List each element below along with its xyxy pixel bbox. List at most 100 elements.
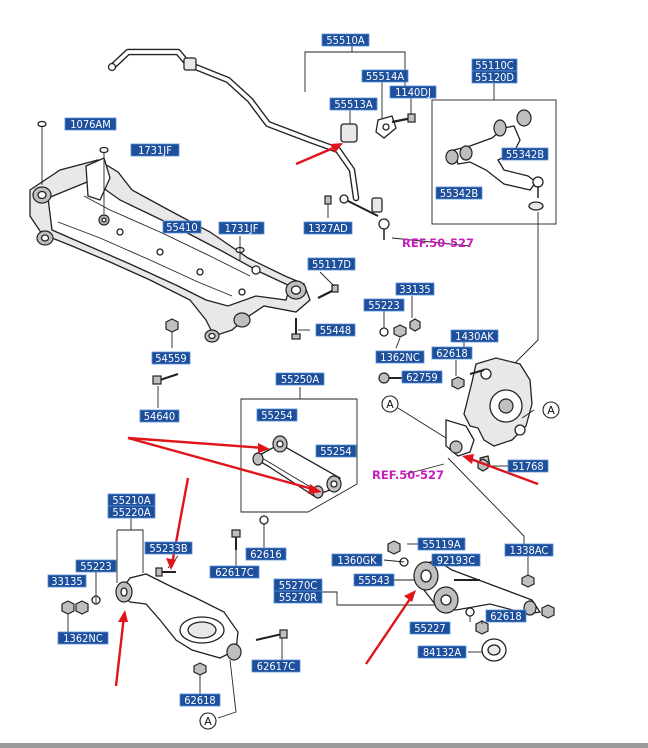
label-54640[interactable]: 54640 xyxy=(139,409,180,423)
label-54559[interactable]: 54559 xyxy=(151,351,191,365)
label-62616[interactable]: 62616 xyxy=(245,547,287,561)
knuckle-51768 xyxy=(445,357,533,469)
label-55410[interactable]: 55410 xyxy=(162,220,202,234)
svg-text:62618: 62618 xyxy=(184,694,215,707)
label-33135-upper[interactable]: 33135 xyxy=(395,282,435,296)
label-1362NC-upper[interactable]: 1362NC xyxy=(375,350,425,364)
svg-text:55514A: 55514A xyxy=(366,70,404,83)
svg-text:55510A: 55510A xyxy=(326,34,364,47)
label-1360GK[interactable]: 1360GK xyxy=(331,553,383,567)
svg-text:1327AD: 1327AD xyxy=(308,222,348,235)
svg-text:55342B: 55342B xyxy=(506,148,544,161)
label-1338AC[interactable]: 1338AC xyxy=(504,543,554,557)
label-1076AM[interactable]: 1076AM xyxy=(64,117,117,131)
svg-text:55410: 55410 xyxy=(166,221,197,234)
bottom-border xyxy=(0,743,648,748)
svg-text:62617C: 62617C xyxy=(215,566,253,579)
label-55220A[interactable]: 55220A xyxy=(107,505,156,519)
label-55270C[interactable]: 55270C xyxy=(273,578,323,592)
label-55223-lower[interactable]: 55223 xyxy=(75,559,117,573)
crossmember-55410 xyxy=(29,157,311,343)
label-62618-upper[interactable]: 62618 xyxy=(431,346,473,360)
label-1362NC-lower[interactable]: 1362NC xyxy=(57,631,109,645)
svg-text:55254: 55254 xyxy=(320,445,351,458)
label-62617C-right[interactable]: 62617C xyxy=(251,659,301,673)
label-1731JF-top[interactable]: 1731JF xyxy=(130,143,180,157)
svg-text:55270C: 55270C xyxy=(279,579,317,592)
svg-text:55120D: 55120D xyxy=(475,71,514,84)
svg-text:1338AC: 1338AC xyxy=(510,544,549,557)
label-1140DJ[interactable]: 1140DJ xyxy=(389,85,437,99)
label-55210A[interactable]: 55210A xyxy=(107,493,156,507)
connector-a-2: A xyxy=(542,401,560,419)
label-92193C[interactable]: 92193C xyxy=(431,553,481,567)
ref-label-lower[interactable]: REF.50-527 xyxy=(372,468,444,482)
ref-label-upper[interactable]: REF.50-527 xyxy=(402,236,474,250)
label-55250A[interactable]: 55250A xyxy=(275,372,325,386)
label-51768[interactable]: 51768 xyxy=(507,459,549,473)
label-55233B[interactable]: 55233B xyxy=(144,541,193,555)
svg-text:54640: 54640 xyxy=(144,410,175,423)
label-84132A[interactable]: 84132A xyxy=(417,645,467,659)
label-1731JF-mid[interactable]: 1731JF xyxy=(218,221,265,235)
label-1430AK[interactable]: 1430AK xyxy=(450,329,499,343)
label-55223-upper[interactable]: 55223 xyxy=(363,298,405,312)
label-62618-lower[interactable]: 62618 xyxy=(179,693,221,707)
bushing-55513A xyxy=(340,123,358,143)
svg-text:55543: 55543 xyxy=(358,574,389,587)
svg-text:55220A: 55220A xyxy=(112,506,150,519)
svg-text:84132A: 84132A xyxy=(423,646,461,659)
svg-text:A: A xyxy=(386,398,394,411)
label-55120D[interactable]: 55120D xyxy=(471,70,518,84)
svg-text:55210A: 55210A xyxy=(112,494,150,507)
svg-text:1731JF: 1731JF xyxy=(138,144,172,157)
svg-text:1430AK: 1430AK xyxy=(455,330,494,343)
svg-text:33135: 33135 xyxy=(399,283,430,296)
svg-text:1362NC: 1362NC xyxy=(380,351,420,364)
stabilizer-link xyxy=(324,194,390,240)
svg-text:33135: 33135 xyxy=(51,575,82,588)
svg-text:1140DJ: 1140DJ xyxy=(395,86,431,99)
label-55117D[interactable]: 55117D xyxy=(307,257,356,271)
svg-text:62618: 62618 xyxy=(490,610,521,623)
red-arrows xyxy=(114,143,539,687)
upper-arm-55110C xyxy=(445,109,544,371)
label-55543[interactable]: 55543 xyxy=(353,573,395,587)
label-62759[interactable]: 62759 xyxy=(401,370,443,384)
svg-text:55119A: 55119A xyxy=(422,538,460,551)
label-55270R[interactable]: 55270R xyxy=(273,590,323,604)
svg-text:REF.50-527: REF.50-527 xyxy=(372,468,444,482)
label-55110C[interactable]: 55110C xyxy=(471,58,518,72)
label-62618-right[interactable]: 62618 xyxy=(485,609,527,623)
svg-text:55117D: 55117D xyxy=(312,258,351,271)
svg-text:55448: 55448 xyxy=(320,324,351,337)
lateral-link-55250A xyxy=(231,435,342,550)
svg-text:1362NC: 1362NC xyxy=(63,632,103,645)
knuckle-fasteners xyxy=(378,310,489,472)
lower-arm-55210A xyxy=(61,567,288,719)
label-55254-lower[interactable]: 55254 xyxy=(315,444,357,458)
svg-text:55513A: 55513A xyxy=(334,98,372,111)
label-33135-lower[interactable]: 33135 xyxy=(47,574,87,588)
label-1327AD[interactable]: 1327AD xyxy=(303,221,353,235)
label-55510A[interactable]: 55510A xyxy=(321,33,370,47)
label-55514A[interactable]: 55514A xyxy=(361,69,409,83)
svg-text:62618: 62618 xyxy=(436,347,467,360)
label-55227[interactable]: 55227 xyxy=(409,621,451,635)
label-55342B-left[interactable]: 55342B xyxy=(435,186,483,200)
svg-text:1360GK: 1360GK xyxy=(337,554,377,567)
label-55513A[interactable]: 55513A xyxy=(329,97,378,111)
svg-text:62617C: 62617C xyxy=(257,660,295,673)
label-55119A[interactable]: 55119A xyxy=(417,537,466,551)
svg-text:A: A xyxy=(547,404,555,417)
svg-text:1076AM: 1076AM xyxy=(70,118,111,131)
label-62617C-left[interactable]: 62617C xyxy=(209,565,260,579)
stabilizer-bar xyxy=(107,48,416,202)
label-55254-upper[interactable]: 55254 xyxy=(256,408,298,422)
label-55448[interactable]: 55448 xyxy=(315,323,356,337)
svg-text:62616: 62616 xyxy=(250,548,281,561)
label-55342B-right[interactable]: 55342B xyxy=(501,147,549,161)
subframe-fasteners xyxy=(37,120,339,408)
connector-a-3: A xyxy=(199,712,217,730)
